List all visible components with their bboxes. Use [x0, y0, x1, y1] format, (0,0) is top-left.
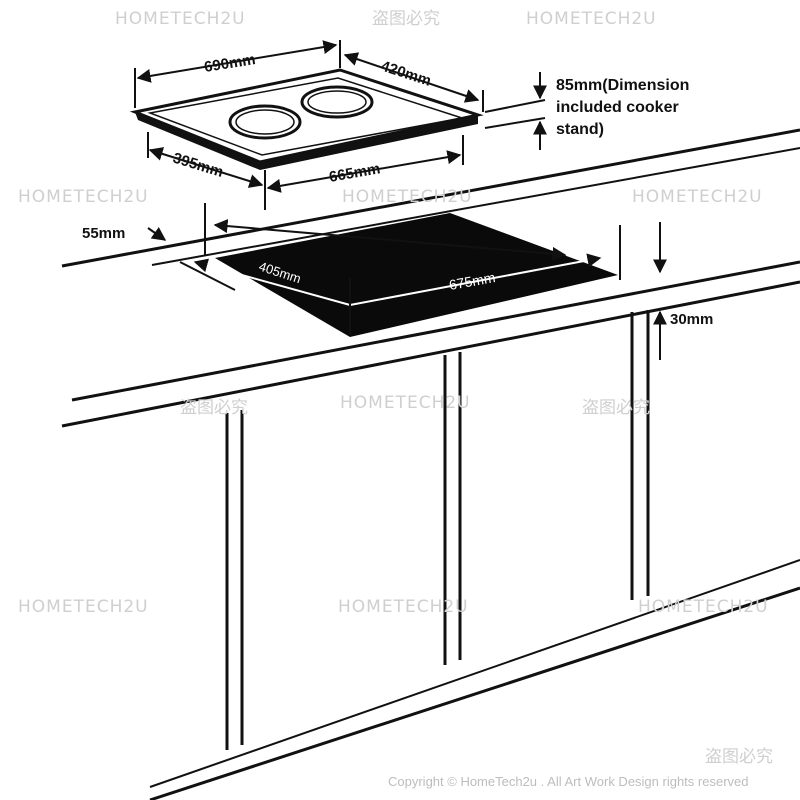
cutout-length-label: 675mm	[448, 269, 497, 293]
hob-inner-width-label: 395mm	[171, 150, 225, 181]
svg-text:HOMETECH2U: HOMETECH2U	[18, 187, 149, 207]
burner-left	[228, 104, 302, 140]
svg-text:HOMETECH2U: HOMETECH2U	[342, 187, 473, 207]
svg-text:HOMETECH2U: HOMETECH2U	[632, 187, 763, 207]
height-note-line-2: included cooker	[556, 99, 679, 116]
svg-text:盗图必究: 盗图必究	[705, 747, 773, 767]
cutout-dimension-lines	[147, 203, 667, 360]
height-note-line-3: stand)	[556, 121, 604, 138]
edge-margin-label: 55mm	[82, 225, 125, 242]
cabinet-legs	[149, 310, 800, 800]
svg-text:HOMETECH2U: HOMETECH2U	[340, 393, 471, 413]
copyright-notice: Copyright © HomeTech2u . All Art Work De…	[388, 774, 748, 789]
hob-height-note: 85mm(Dimension included cooker stand)	[556, 77, 689, 138]
hob-length-label: 690mm	[203, 51, 257, 76]
watermarks: HOMETECH2U 盗图必究 HOMETECH2U HOMETECH2U HO…	[18, 9, 773, 767]
hob-inner-length-label: 665mm	[328, 160, 382, 186]
svg-text:HOMETECH2U: HOMETECH2U	[638, 597, 769, 617]
counter-thickness-label: 30mm	[670, 311, 713, 328]
svg-text:HOMETECH2U: HOMETECH2U	[18, 597, 149, 617]
svg-text:盗图必究: 盗图必究	[180, 398, 248, 418]
svg-text:盗图必究: 盗图必究	[582, 398, 650, 418]
svg-text:盗图必究: 盗图必究	[372, 9, 440, 29]
height-note-line-1: 85mm(Dimension	[556, 77, 689, 94]
hob-dimension-lines	[134, 40, 547, 210]
svg-text:HOMETECH2U: HOMETECH2U	[526, 9, 657, 29]
svg-text:HOMETECH2U: HOMETECH2U	[338, 597, 469, 617]
svg-text:HOMETECH2U: HOMETECH2U	[115, 9, 246, 29]
